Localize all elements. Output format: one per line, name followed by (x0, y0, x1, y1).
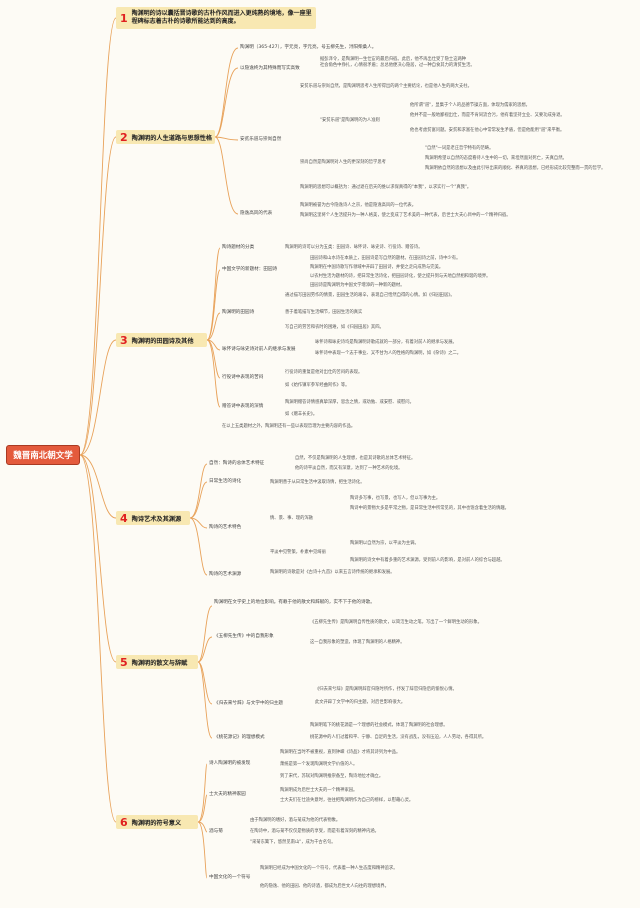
leaf-node: 咏怀诗中表现一个志于事业、又不甘为人的性格的陶渊明，如《杂诗》之二。 (315, 351, 462, 356)
leaf-node: 士大夫们在仕途失意时，往往把陶渊明作为自己的榜样，以慰藉心灵。 (280, 798, 414, 803)
leaf-node: 陶诗中的景物大多是平常之物，是日常生活中所常见的，其中也饱含着生活的情趣。 (350, 506, 509, 511)
category-number: 3 (120, 333, 128, 347)
category-label: 陶诗艺术及其渊源 (131, 515, 182, 523)
category-4[interactable]: 4 陶诗艺术及其渊源 (116, 511, 190, 525)
leaf-node: 桃花源中的人们过着和平、宁静、自足的生活，没有战乱，没有压迫，人人劳动，各得其所… (310, 735, 487, 740)
sub-node[interactable]: 安贫乐道与崇尚自然 (240, 137, 282, 142)
leaf-node: 通过描写田园劳作的情景，田园生活的艰辛，表现自己恬然自得的心情。如《归园田居》。 (285, 293, 455, 298)
leaf-node: 由于陶渊明的嗜好，酒与菊成为他的代表物象。 (250, 818, 341, 823)
leaf-node: 写自己的劳苦和农时的困难，如《归园田居》其四。 (285, 325, 384, 330)
root-node[interactable]: 魏晋南北朝文学 (6, 445, 80, 465)
sub-node[interactable]: 《桃花源记》的理想模式 (214, 735, 265, 740)
sub-node[interactable]: 《归去来兮辞》与文学中的归主题 (214, 701, 283, 706)
leaf-node: 善于着笔描写生活细节，田园生活的真实 (285, 310, 363, 315)
leaf-node: 据彭泽令，是陶渊明一生仕宦的最后归宿。此后，他不再出仕受了隐士这两种社会角色中挣… (320, 57, 475, 68)
category-number: 5 (120, 655, 128, 669)
category-label: 陶渊明的人生道路与思想性格 (131, 134, 213, 142)
category-label: 陶渊明的散文与辞赋 (131, 659, 188, 667)
leaf-node: 到了宋代，苏轼对陶渊明推崇备至，陶诗地位才确立。 (280, 774, 384, 779)
sub-node[interactable]: 陶渊明（365-427），字元亮，字元亮，号五柳先生，浔阳柴桑人。 (240, 45, 377, 50)
leaf-node: 田园诗是陶渊明为中国文学增添的一种新的题材。 (310, 283, 405, 288)
sub-node[interactable]: 咏怀诗与咏史诗对前人的继承与发展 (222, 347, 296, 352)
leaf-node: 陶渊明这里将个人生活提升为一种人格美，使之变成了艺术美的一种代表，后世士大夫心目… (300, 213, 511, 218)
leaf-node: 他的隐逸、他的田园、他的诗酒，都成为后世文人向往的理想境界。 (260, 884, 389, 889)
leaf-node: 陶渊明已经成为中国文化的一个符号，代表着一种人生态度和精神追求。 (260, 866, 398, 871)
sub-node[interactable]: 酒与菊 (209, 829, 223, 834)
leaf-node: 陶渊明以自然为宗，以平淡为主调。 (350, 541, 419, 546)
category-2[interactable]: 2 陶渊明的人生道路与思想性格 (116, 130, 215, 144)
leaf-node: 陶渊明希望以自然的态度看待人生中的一切，来坦然面对死亡，天真自然。 (425, 156, 567, 161)
sub-node[interactable]: 《五柳先生传》中的自我形象 (214, 634, 274, 639)
leaf-node: 《五柳先生传》是陶渊明自传性质的散文，以简洁生动之笔，写出了一个鲜明生动的形象。 (310, 620, 482, 625)
leaf-node: 陶渊明的诗文中有着多重的艺术渊源，受到前人的影响，是对前人的综合与超越。 (350, 558, 505, 563)
category-number: 6 (120, 815, 128, 829)
sub-node[interactable]: 士大夫的精神家园 (209, 792, 246, 797)
sub-node[interactable]: 陶渊明的田园诗 (222, 310, 255, 315)
sub-node[interactable]: 行役诗中表现的苦闷 (222, 375, 264, 380)
leaf-node: 陶渊明的诗歌是对《古诗十九首》以来五言诗传统的继承和发展。 (270, 570, 395, 575)
leaf-node: 情、景、事、理的浑融 (270, 516, 313, 521)
leaf-node: 他并不是一般地鄙视出仕，而是不肯同流合污，他有着坚持立业、又要功成身退。 (410, 113, 565, 118)
leaf-node: 陶诗多写事，也写景，也写人，但以写事为主。 (350, 496, 441, 501)
category-label: 陶渊明的符号意义 (131, 819, 182, 827)
category-number: 4 (120, 511, 128, 525)
leaf-node: 陶渊明笔下的桃花源是一个理想的社会模式，体现了陶渊明的社会理想。 (310, 723, 448, 728)
leaf-node: 《归去来兮辞》是陶渊明辞官归隐时所作，抒发了辞官归隐后的愉悦心情。 (315, 687, 457, 692)
leaf-node: 如《始作镇军参军经曲阿作》等。 (285, 383, 350, 388)
leaf-node: "采菊东篱下，悠然见南山"，成为千古名句。 (250, 840, 336, 845)
leaf-node: 陶渊明的思想可以概括为：通过退在后天的维以求保真得的"本我"，以求实行一个"真我… (300, 185, 472, 190)
leaf-node: "安贫乐道"是陶渊明的为人准则 (320, 118, 380, 123)
leaf-node: 陶渊明被誉为古今隐逸诗人之宗，他是隐逸高风的一位代表。 (300, 203, 417, 208)
leaf-node: 陶渊明善于从日常生活中汲取诗情，把生活诗化。 (270, 480, 365, 485)
sub-node[interactable]: 中国文化的一个符号 (209, 875, 251, 880)
sub-node[interactable]: 日常生活的诗化 (209, 479, 242, 484)
category-6[interactable]: 6 陶渊明的符号意义 (116, 815, 198, 829)
category-number: 1 (120, 11, 128, 25)
leaf-node: 在陶诗中，酒与菊不仅仅是物质的享受，而是有着深刻的精神内涵。 (250, 829, 379, 834)
leaf-node: 萧统是第一个发现陶渊明文学价值的人。 (280, 762, 358, 767)
sub-node[interactable]: 陶渊明在文学史上的地位影响。有赖于他的散文和辞赋的，实不下于他的诗歌。 (214, 600, 375, 605)
category-number: 2 (120, 130, 128, 144)
category-5[interactable]: 5 陶渊明的散文与辞赋 (116, 655, 198, 669)
leaf-node: 平淡中见警策，朴素中见绮丽 (270, 550, 326, 555)
leaf-node: 自然，不仅是陶渊明的人生理想，也是其诗歌的总体艺术特征。 (295, 456, 416, 461)
leaf-node: 在以上五类题材之外，陶渊明还有一些以表现哲理为主要内容的作品。 (222, 424, 356, 429)
sub-node[interactable]: 中国文学的新题材：田园诗 (222, 267, 278, 272)
sub-node[interactable]: 赠答诗中表现的深情 (222, 404, 264, 409)
leaf-node: 安贫乐道与崇尚自然，是陶渊明思考人生所得出的两个主要结论，也是他人生的两大支柱。 (300, 84, 472, 89)
leaf-node: 以农村生活为题材的诗，把日常生活诗化，把田园诗化，使之提升到与天地自然相和谐的境… (310, 274, 491, 279)
sub-node[interactable]: 陶诗题材的分类 (222, 245, 255, 250)
leaf-node: 陶渊明成为后世士大夫的一个精神家园。 (280, 788, 358, 793)
category-label: 陶渊明的田园诗及其他 (131, 337, 194, 345)
sub-node[interactable]: 隐逸高风的代表 (240, 211, 273, 216)
leaf-node: 行役诗的重复是他对出仕的苦闷的表现。 (285, 370, 363, 375)
sub-node[interactable]: 陶诗的艺术渊源 (209, 572, 242, 577)
leaf-node: 他所谓"道"，显集于个人的品德节操方面，体现为儒家的思想。 (410, 103, 530, 108)
leaf-node: 此文开辟了文学中的归主题，对后世影响很大。 (315, 700, 406, 705)
leaf-node: 如《赠羊长史》。 (285, 412, 318, 417)
leaf-node: 陶渊明依自然的思想以及由此引导出来的顺化、养真的思想，已经形成比较完整而一贯的哲… (425, 166, 606, 171)
leaf-node: 陶渊明赠答诗情感真挚深厚，思念之情，或劝勉、或安慰、或慰问。 (285, 400, 414, 405)
leaf-node: 他的诗平淡自然，而又有深意，达到了一种艺术的化境。 (295, 466, 403, 471)
category-label: 陶渊明的诗以囊括晋诗歌的古朴作风而进入更纯熟的境地，像一座里程碑标志着古朴的诗歌… (131, 10, 312, 25)
sub-node[interactable]: 自然：陶诗的总体艺术特征 (209, 461, 265, 466)
leaf-node: 崇尚自然是陶渊明对人生的更深刻的哲学思考 (300, 160, 386, 165)
leaf-node: 咏怀诗和咏史诗均是陶渊明诗歌成就的一部分，有着对前人的继承与发展。 (315, 340, 457, 345)
sub-node[interactable]: 以隐逸终为其特殊而写实高致 (240, 66, 300, 71)
sub-node[interactable]: 诗人陶渊明的被发现 (209, 761, 251, 766)
leaf-node: 他也考虑贫富问题。安贫和求富在他心中常常发生矛盾，但是他能用"道"来平衡。 (410, 128, 565, 133)
leaf-node: 陶渊明在当时不被重视，直到钟嵘《诗品》才将其诗列为中品。 (280, 750, 401, 755)
leaf-node: 陶渊明在中国诗歌写作领域中开辟了田园诗，并使之走向成熟与完美。 (310, 265, 444, 270)
leaf-node: 田园诗和山水诗在本质上，田园诗是写自然的题材。在田园诗之前，诗中少有。 (310, 256, 461, 261)
sub-node[interactable]: 陶诗的艺术特色 (209, 525, 242, 530)
category-3[interactable]: 3 陶渊明的田园诗及其他 (116, 333, 207, 347)
leaf-node: "自然"一词是老庄哲学特有的范畴。 (425, 146, 494, 151)
leaf-node: 这一自我形象的塑造，体现了陶渊明的人格精神。 (310, 640, 405, 645)
leaf-node: 陶渊明的诗可以分为五类：田园诗、咏怀诗、咏史诗、行役诗、赠答诗。 (285, 245, 423, 250)
category-1[interactable]: 1 陶渊明的诗以囊括晋诗歌的古朴作风而进入更纯熟的境地，像一座里程碑标志着古朴的… (116, 7, 316, 29)
